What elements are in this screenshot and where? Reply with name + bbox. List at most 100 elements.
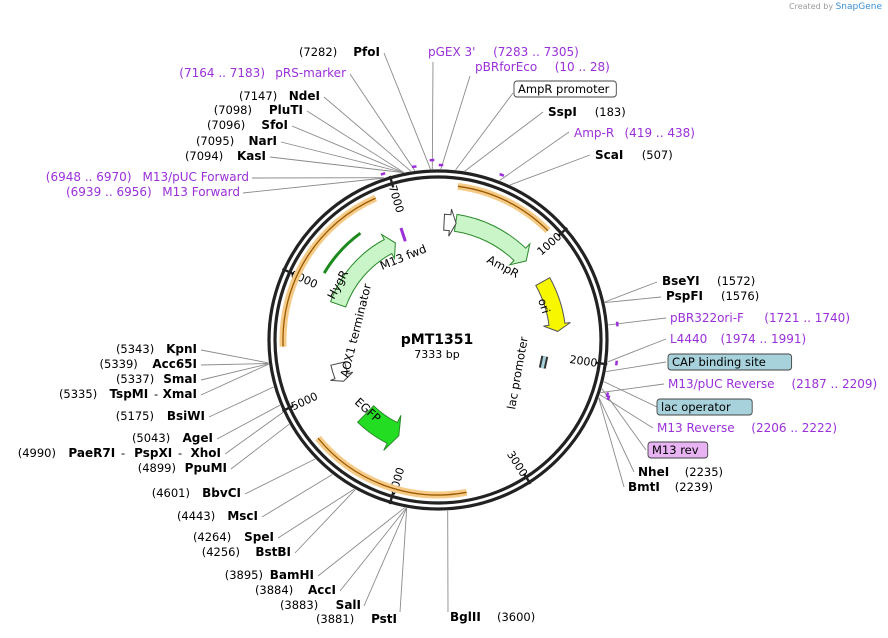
site-label-acc65i: Acc65I (152, 357, 197, 371)
site-pos-smai: (5337) (116, 372, 154, 386)
primer-label-m13f: M13 Forward (162, 185, 240, 199)
site-label-kpni: KpnI (166, 342, 197, 356)
leader-line (291, 125, 404, 173)
feature-label-ori: ori (535, 297, 553, 316)
ampr-arrow (453, 213, 531, 266)
site-labels: pGEX 3'(7283 .. 7305)pBRforEco(10 .. 28)… (18, 45, 877, 626)
primer-mark (614, 360, 619, 366)
backbone-outer (267, 169, 609, 511)
site-pos-nhei: (2235) (685, 465, 723, 479)
leader-line (200, 349, 269, 364)
primer-range-m13f: (6939 .. 6956) (66, 185, 152, 199)
plasmid-name: pMT1351 (401, 332, 473, 348)
feature-arrows (322, 208, 571, 451)
feature-box-label-amprprom: AmpR promoter (518, 82, 610, 96)
primer-mark (499, 172, 505, 177)
egfp-arrow (356, 405, 402, 451)
leader-line (294, 489, 356, 554)
primer-label-prs: pRS-marker (275, 66, 346, 80)
site-pos-pfoi: (7282) (299, 45, 337, 59)
site-pos-nari: (7095) (196, 134, 234, 148)
leader-line (261, 474, 333, 518)
site-label-tspmi: TspMI (109, 387, 148, 401)
site-label-bseyi: BseYI (662, 274, 700, 288)
leader-line (242, 177, 383, 194)
site-label-bmti: BmtI (628, 480, 660, 494)
primer-mark (606, 395, 611, 401)
site-pos-tspmi: (5335) (59, 387, 97, 401)
leader-line (509, 154, 591, 186)
site-pos-pluti: (7098) (214, 103, 252, 117)
site-pos-acci: (3884) (255, 583, 293, 597)
backbone-inner (273, 175, 603, 505)
orf-line (282, 197, 376, 347)
leader-line (244, 458, 316, 495)
site-sep: - (178, 446, 182, 460)
site-pos-acc65i: (5339) (100, 357, 138, 371)
orf-line (457, 185, 549, 232)
feature-box-cap (667, 353, 793, 371)
leader-line (277, 488, 355, 539)
site-pos-bstbi: (4256) (202, 545, 240, 559)
site-label-bamhi: BamHI (270, 568, 314, 582)
site-pos-scai: (507) (642, 148, 673, 162)
primer-label-ampr_primer: Amp-R (574, 126, 614, 140)
site-label-sfoi: SfoI (261, 118, 288, 132)
site-label-kasi: KasI (237, 149, 266, 163)
site-label-sali: SalI (336, 598, 361, 612)
leader-line (603, 381, 658, 408)
leader-line (363, 507, 407, 607)
leader-line (399, 508, 408, 613)
site-pos-bglii: (3600) (497, 610, 535, 624)
site-label-paer7i-2: XhoI (190, 446, 221, 460)
leader-line (604, 296, 662, 304)
site-label-spei: SpeI (244, 530, 274, 544)
site-label-nhei: NheI (638, 465, 669, 479)
tick-mark (595, 361, 608, 366)
feature-box-lacop (656, 398, 753, 416)
site-pos-psti: (3881) (316, 612, 354, 626)
leader-line (317, 507, 405, 577)
leader-line (349, 73, 416, 171)
leader-line (607, 338, 667, 363)
leader-line (598, 397, 635, 473)
site-label-nari: NarI (248, 134, 277, 148)
site-label-scai: ScaI (595, 148, 623, 162)
tick-label: 2000 (569, 353, 599, 370)
primer-marks (380, 158, 619, 401)
site-label-acci: AccI (308, 583, 336, 597)
orf-arcs (279, 182, 551, 499)
tick-mark (557, 227, 569, 237)
leader-line (306, 110, 405, 173)
leader-line (499, 131, 570, 181)
site-pos-msci: (4443) (177, 509, 215, 523)
feature-box-label-lacop: lac operator (661, 400, 731, 414)
orf-arc (315, 435, 468, 499)
primer-range-l4440: (1974 .. 1991) (721, 332, 807, 346)
feature-box-label-m13rev: M13 rev (652, 443, 699, 457)
hygr-arrow (329, 233, 396, 308)
site-label-pspfi: PspFI (666, 289, 703, 303)
primer-range-pbr322: (1721 .. 1740) (764, 311, 850, 325)
site-pos-bamhi: (3895) (225, 568, 263, 582)
snapgene-logo: SnapGene (835, 2, 882, 12)
site-label-bsiwi: BsiWI (167, 409, 205, 423)
site-pos-ppumi: (4899) (138, 461, 176, 475)
site-label-sspi: SspI (548, 105, 577, 119)
lac-operator-block (540, 355, 547, 369)
leader-line (598, 398, 625, 488)
site-label-msci: MscI (227, 509, 258, 523)
site-pos-paer7i: (4990) (18, 446, 56, 460)
leader-lines (200, 52, 667, 613)
site-label-bbvci: BbvCI (202, 486, 241, 500)
primer-range-ampr_primer: (419 .. 438) (625, 126, 695, 140)
leader-line (464, 111, 544, 172)
primer-label-m13reverse: M13 Reverse (657, 421, 735, 435)
tick-mark (281, 267, 294, 276)
feature-label-lac-promoter: lac promoter (504, 335, 531, 410)
primer-mark (411, 165, 417, 169)
leader-line (230, 423, 290, 470)
m13-fwd-mark (399, 227, 407, 242)
site-label-paer7i: PaeR7I (68, 446, 115, 460)
